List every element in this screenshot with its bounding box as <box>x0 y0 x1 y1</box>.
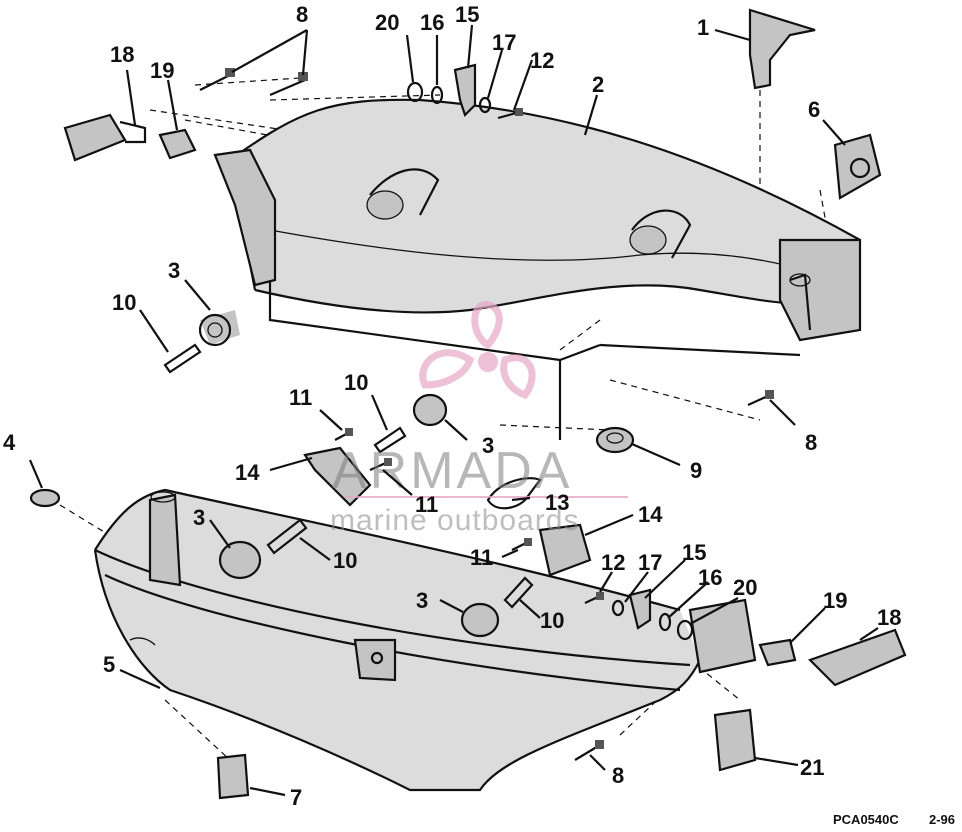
callout-20: 20 <box>375 10 399 35</box>
callout-14: 14 <box>638 502 663 527</box>
callout-18: 18 <box>877 605 901 630</box>
callout-10: 10 <box>333 548 357 573</box>
callout-labels: 1 2 3 3 3 3 4 5 6 7 8 8 8 9 10 10 10 10 … <box>3 2 901 810</box>
callout-8: 8 <box>805 430 817 455</box>
figure-code: PCA0540C <box>833 812 899 827</box>
watermark-tagline: marine outboards <box>330 504 579 537</box>
callout-3: 3 <box>193 505 205 530</box>
callout-6: 6 <box>808 97 820 122</box>
callout-7: 7 <box>290 785 302 810</box>
callout-10: 10 <box>112 290 136 315</box>
figure-footer: PCA0540C 2-96 <box>833 812 955 827</box>
callout-9: 9 <box>690 458 702 483</box>
figure-revision: 2-96 <box>929 812 955 827</box>
callout-8: 8 <box>296 2 308 27</box>
callout-14: 14 <box>235 460 260 485</box>
callout-4: 4 <box>3 430 16 455</box>
callout-3: 3 <box>416 588 428 613</box>
callout-1: 1 <box>697 15 709 40</box>
callout-11: 11 <box>470 545 493 570</box>
callout-11: 11 <box>289 385 312 410</box>
callout-19: 19 <box>823 588 847 613</box>
watermark-brand: ARMADA <box>332 442 572 500</box>
propeller-logo <box>419 301 536 400</box>
upper-motor-cover <box>213 98 862 440</box>
callout-11: 11 <box>415 492 438 517</box>
callout-17: 17 <box>638 550 662 575</box>
callout-16: 16 <box>698 565 722 590</box>
callout-17: 17 <box>492 30 516 55</box>
callout-2: 2 <box>592 72 604 97</box>
callout-16: 16 <box>420 10 444 35</box>
leader-lines <box>28 24 879 797</box>
armada-watermark: ARMADA marine outboards <box>330 301 628 537</box>
hardware-parts <box>29 8 907 800</box>
callout-19: 19 <box>150 58 174 83</box>
callout-3: 3 <box>482 433 494 458</box>
callout-12: 12 <box>530 48 554 73</box>
callout-21: 21 <box>800 755 824 780</box>
callout-8: 8 <box>612 763 624 788</box>
callout-15: 15 <box>682 540 706 565</box>
callout-10: 10 <box>540 608 564 633</box>
callout-10: 10 <box>344 370 368 395</box>
callout-13: 13 <box>545 490 569 515</box>
callout-3: 3 <box>168 258 180 283</box>
callout-20: 20 <box>733 575 757 600</box>
callout-12: 12 <box>601 550 625 575</box>
callout-18: 18 <box>110 42 134 67</box>
callout-5: 5 <box>103 652 115 677</box>
callout-15: 15 <box>455 2 479 27</box>
